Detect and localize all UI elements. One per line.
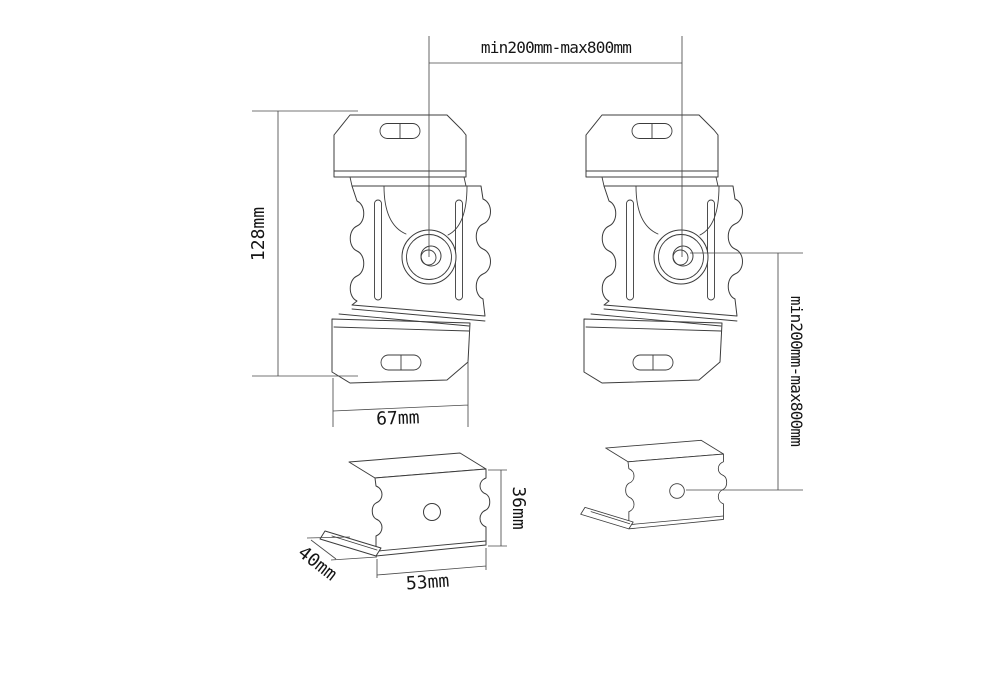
dim-horizontal-span: min200mm-max800mm <box>428 36 683 257</box>
dim-clamp-height-label: 36mm <box>508 486 529 529</box>
wall-bracket-right <box>583 114 743 384</box>
dim-bracket-height-label: 128mm <box>248 207 269 261</box>
dim-bracket-height: 128mm <box>248 110 358 377</box>
dim-bracket-width: 67mm <box>332 360 469 430</box>
dim-clamp-depth-label: 40mm <box>294 542 341 585</box>
dim-clamp-width-label: 53mm <box>405 571 450 595</box>
dim-vertical-span: min200mm-max800mm <box>686 252 806 491</box>
dim-clamp-width: 53mm <box>376 548 487 595</box>
dim-horizontal-span-label: min200mm-max800mm <box>481 38 631 57</box>
wall-bracket-left <box>331 114 491 384</box>
rail-clamp-left <box>319 452 491 557</box>
dim-bracket-width-label: 67mm <box>376 407 420 430</box>
dim-clamp-height: 36mm <box>488 469 529 547</box>
dim-vertical-span-label: min200mm-max800mm <box>787 296 806 446</box>
rail-clamp-right <box>580 439 728 530</box>
